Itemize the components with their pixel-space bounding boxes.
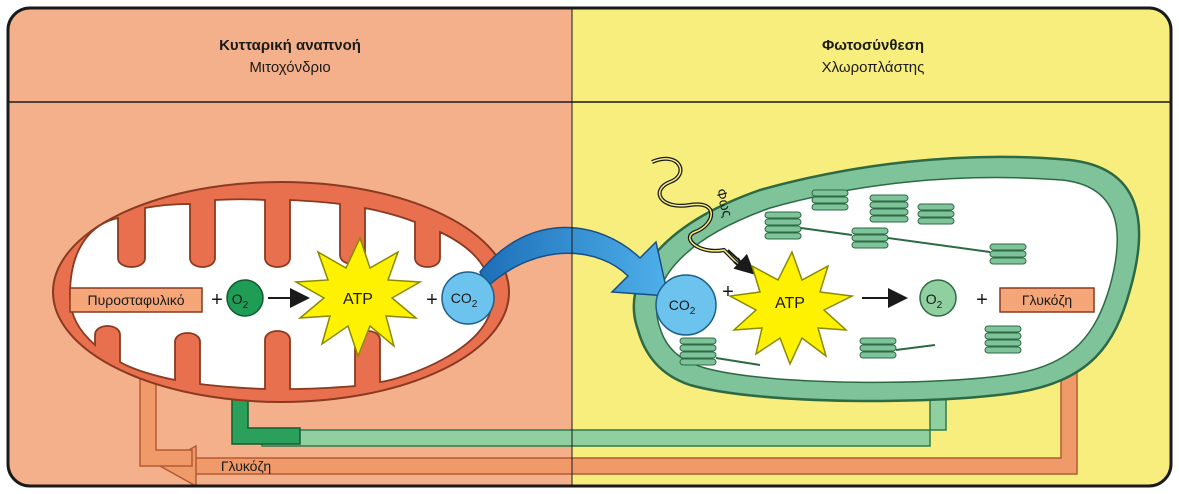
mito-plus-1: + bbox=[211, 289, 223, 311]
chloro-plus-2: + bbox=[976, 289, 988, 311]
pyruvate-label: Πυροσταφυλικό bbox=[87, 292, 184, 308]
right-header-subtitle: Χλωροπλάστης bbox=[822, 59, 925, 76]
left-header-title: Κυτταρική αναπνοή bbox=[219, 37, 361, 54]
right-header-title: Φωτοσύνθεση bbox=[822, 37, 924, 54]
left-header-subtitle: Μιτοχόνδριο bbox=[249, 59, 330, 76]
mito-plus-2: + bbox=[426, 289, 438, 311]
mito-atp-label: ATP bbox=[343, 291, 373, 308]
chloro-plus-1: + bbox=[722, 281, 734, 303]
glucose-arrow-label: Γλυκόζη bbox=[221, 458, 271, 474]
chloro-atp-label: ATP bbox=[775, 295, 805, 312]
glucose-box-label: Γλυκόζη bbox=[1022, 292, 1072, 308]
